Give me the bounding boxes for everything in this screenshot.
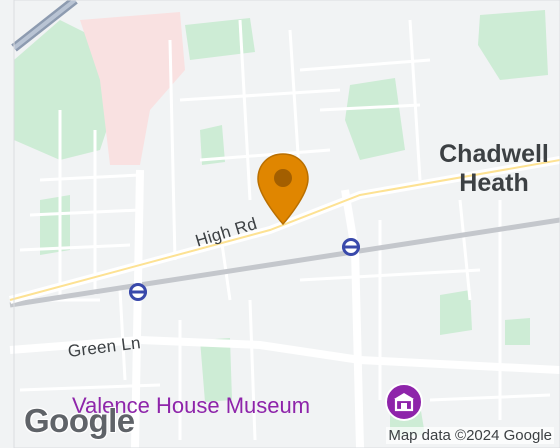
location-pin-icon[interactable]	[254, 152, 312, 227]
place-label-chadwell-heath: Chadwell Heath	[438, 140, 550, 198]
hospital-area	[80, 12, 185, 165]
underground-station-icon[interactable]	[127, 281, 149, 303]
poi-label-valence-house-museum[interactable]: Valence House Museum	[72, 393, 311, 418]
park-areas	[14, 10, 548, 438]
place-name: Chadwell Heath	[439, 140, 549, 197]
railway-line	[9, 217, 560, 308]
road-highlight	[9, 159, 560, 301]
map-attribution[interactable]: Map data ©2024 Google	[386, 427, 554, 444]
museum-icon[interactable]	[384, 382, 424, 422]
underground-station-icon[interactable]	[340, 236, 362, 258]
google-logo: Google	[24, 402, 135, 439]
